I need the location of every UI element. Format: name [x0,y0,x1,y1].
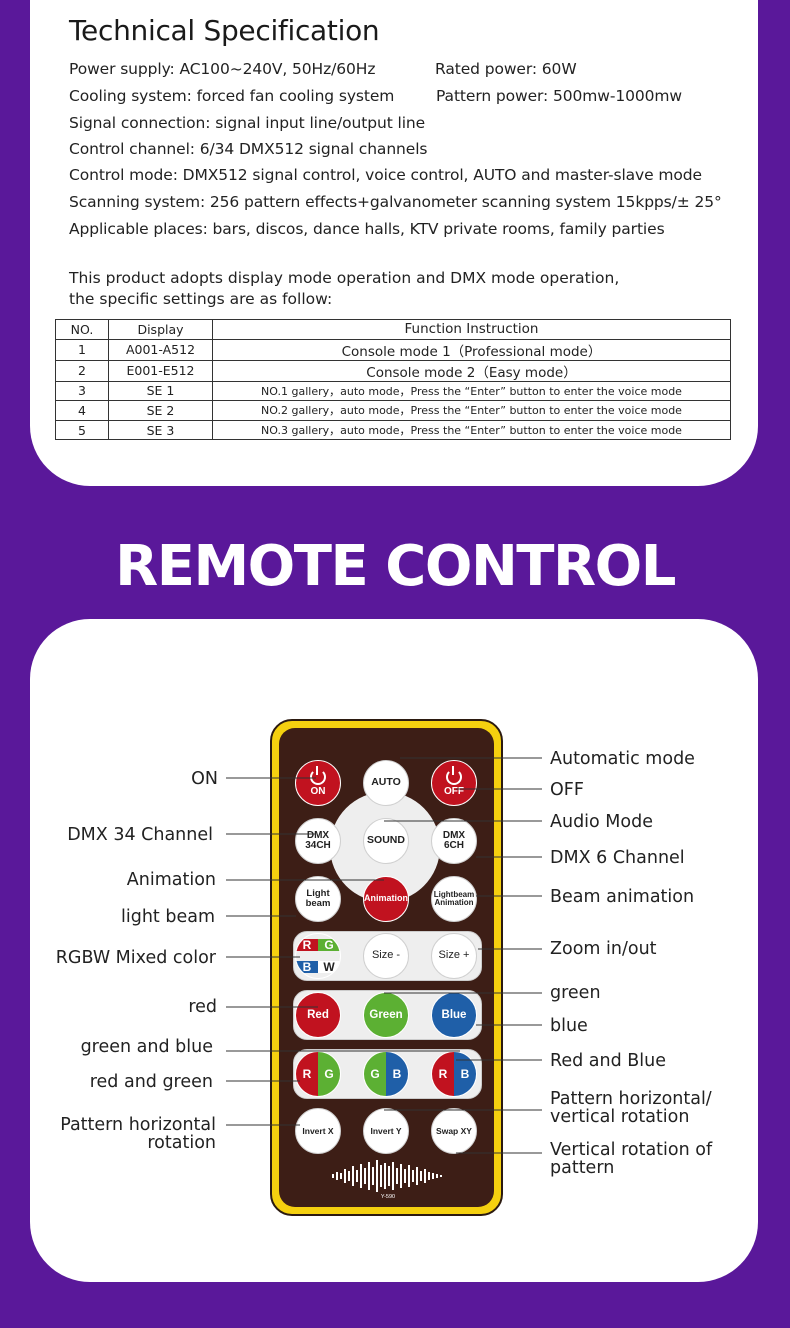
table-cell: 2 [55,359,109,382]
label-blue: blue [550,1016,588,1036]
table-cell: SE 2 [108,400,213,421]
spec-pattern-power: Pattern power: 500mw-1000mw [436,87,682,105]
label-red-and-blue: Red and Blue [550,1051,667,1071]
rgbw-mix-button[interactable]: R G B W [295,933,341,979]
table-cell: SE 3 [108,419,213,441]
red-blue-button[interactable]: R B [431,1051,477,1097]
table-cell: Console mode 1（Professional mode） [212,338,731,361]
label-green: green [550,983,601,1003]
table-cell: Console mode 2（Easy mode） [212,359,731,382]
green-blue-button[interactable]: G B [363,1051,409,1097]
table-header-row: NO. Display Function Instruction [55,319,731,340]
label-rgbw-mixed-color: RGBW Mixed color [55,948,216,968]
invert-x-button[interactable]: Invert X [295,1108,341,1154]
model-number: Y-590 [380,1194,396,1200]
spec-signal: Signal connection: signal input line/out… [69,114,426,132]
table-header-function: Function Instruction [212,319,731,340]
green-button[interactable]: Green [363,992,409,1038]
table-row: 3 SE 1 NO.1 gallery，auto mode，Press the … [55,380,731,402]
remote-control-heading: REMOTE CONTROL [115,534,676,599]
label-zoom-in-out: Zoom in/out [550,939,657,959]
table-row: 1 A001-A512 Console mode 1（Professional … [55,338,731,361]
dmx-6ch-button[interactable]: DMX 6CH [431,818,477,864]
table-row: 5 SE 3 NO.3 gallery，auto mode，Press the … [55,419,731,441]
spec-scanning: Scanning system: 256 pattern effects+gal… [69,193,722,211]
spec-intro-line-2: the specific settings are as follow: [69,290,333,308]
spec-power-supply: Power supply: AC100~240V, 50Hz/60Hz [69,60,376,78]
auto-button[interactable]: AUTO [363,760,409,806]
invert-y-button[interactable]: Invert Y [363,1108,409,1154]
lightbeam-animation-button[interactable]: Lightbeam Animation [431,876,477,922]
spec-intro-line-1: This product adopts display mode operati… [69,269,620,287]
table-cell: SE 1 [108,380,213,402]
blue-button[interactable]: Blue [431,992,477,1038]
table-cell: 4 [55,400,109,421]
label-green-and-blue: green and blue [80,1037,213,1057]
size-plus-button[interactable]: Size + [431,933,477,979]
label-off: OFF [550,780,584,800]
power-icon [310,765,326,785]
power-icon [446,765,462,785]
table-cell: A001-A512 [108,338,213,361]
red-green-button[interactable]: R G [295,1051,341,1097]
label-automatic-mode: Automatic mode [550,749,695,769]
table-cell: 5 [55,419,109,441]
red-button[interactable]: Red [295,992,341,1038]
label-red-and-green: red and green [89,1072,213,1092]
spec-control-mode: Control mode: DMX512 signal control, voi… [69,166,702,184]
off-button[interactable]: OFF [431,760,477,806]
spec-title: Technical Specification [69,14,380,47]
table-cell: 3 [55,380,109,402]
label-audio-mode: Audio Mode [550,812,653,832]
spec-channel: Control channel: 6/34 DMX512 signal chan… [69,140,428,158]
table-cell: E001-E512 [108,359,213,382]
table-cell: NO.3 gallery，auto mode，Press the “Enter”… [212,419,731,441]
size-minus-button[interactable]: Size - [363,933,409,979]
display-mode-table: NO. Display Function Instruction 1 A001-… [55,319,731,441]
label-on: ON [191,769,218,789]
label-vertical-rotation-of-pattern: Vertical rotation of pattern [550,1140,713,1178]
table-row: 2 E001-E512 Console mode 2（Easy mode） [55,359,731,382]
table-cell: 1 [55,338,109,361]
sound-wave-icon [332,1160,442,1192]
spec-places: Applicable places: bars, discos, dance h… [69,220,665,238]
label-pattern-horizontal-rotation: Pattern horizontal rotation [60,1115,216,1153]
sound-button[interactable]: SOUND [363,818,409,864]
dmx-34ch-button[interactable]: DMX 34CH [295,818,341,864]
table-cell: NO.2 gallery，auto mode，Press the “Enter”… [212,400,731,421]
label-animation: Animation [126,870,216,890]
light-beam-button[interactable]: Light beam [295,876,341,922]
on-button[interactable]: ON [295,760,341,806]
animation-button[interactable]: Animation [363,876,409,922]
table-cell: NO.1 gallery，auto mode，Press the “Enter”… [212,380,731,402]
label-dmx-34-channel: DMX 34 Channel [67,825,213,845]
spec-intro: This product adopts display mode operati… [69,268,619,310]
spec-cooling: Cooling system: forced fan cooling syste… [69,87,395,105]
label-red: red [188,997,217,1017]
table-header-display: Display [108,319,213,340]
table-header-no: NO. [55,319,109,340]
label-dmx-6-channel: DMX 6 Channel [550,848,685,868]
label-beam-animation: Beam animation [550,887,695,907]
spec-rated-power: Rated power: 60W [435,60,577,78]
label-light-beam: light beam [121,907,215,927]
label-pattern-horizontal-vertical-rotation: Pattern horizontal/ vertical rotation [550,1089,712,1127]
swap-xy-button[interactable]: Swap XY [431,1108,477,1154]
table-row: 4 SE 2 NO.2 gallery，auto mode，Press the … [55,400,731,421]
